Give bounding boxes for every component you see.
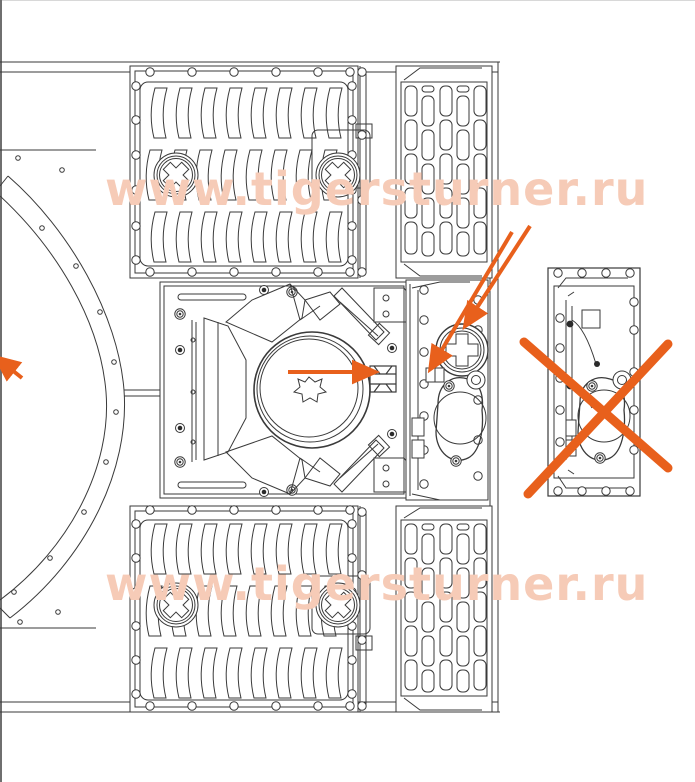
- fastener-cap-top-right: [315, 152, 361, 198]
- diagonal-strut-lower: [333, 434, 391, 493]
- lower-flange-housing: [433, 377, 487, 461]
- page-left-border: [0, 0, 2, 782]
- center-rails: [177, 293, 247, 489]
- center-assembly: [159, 281, 411, 499]
- upper-wedge-bracket: [225, 283, 341, 343]
- fastener-cap-bottom-left: [153, 582, 199, 628]
- grille-bottom-right: [395, 505, 493, 713]
- diagonal-strut-upper: [333, 287, 391, 346]
- small-ring-detail: [466, 370, 486, 390]
- turret-race-arc: [0, 175, 126, 619]
- grille-top-slats: [404, 85, 487, 257]
- grille-top-right: [395, 65, 493, 279]
- fastener-cap-top-left: [153, 152, 199, 198]
- left-housing-trapezoid: [203, 317, 247, 461]
- hatch-top-midpanel: [311, 66, 373, 278]
- grille-bottom-slats: [404, 523, 487, 693]
- fastener-cap-bottom-right: [315, 582, 361, 628]
- center-right-detail-strip: [405, 279, 489, 501]
- hatch-bottom-midpanel: [311, 506, 373, 712]
- central-ring-gear: [253, 331, 371, 449]
- side-detail-part: [547, 267, 641, 497]
- page-top-border: [0, 0, 695, 1]
- lower-wedge-bracket: [225, 435, 341, 495]
- left-hull-panel: [0, 149, 160, 629]
